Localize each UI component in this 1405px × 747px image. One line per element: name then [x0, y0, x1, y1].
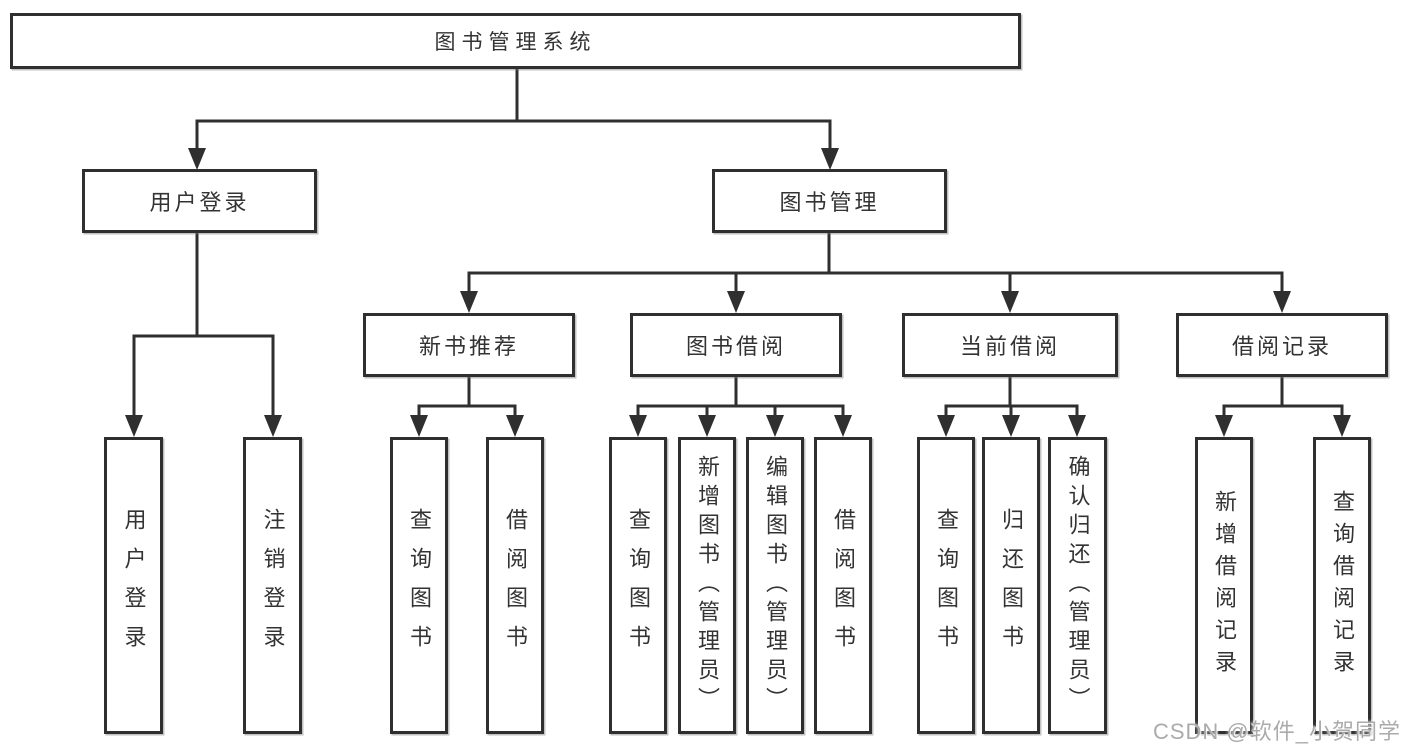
leaf-label: 归还图书 [999, 507, 1024, 664]
leaf-query-borrow-record: 查询借阅记录 [1313, 437, 1371, 734]
leaf-label: 注销登录 [260, 507, 286, 664]
leaf-label: 借阅图书 [503, 507, 528, 664]
node-label: 新书推荐 [418, 334, 519, 359]
node-book-management: 图书管理 [712, 169, 947, 233]
leaf-add-borrow-record: 新增借阅记录 [1195, 437, 1253, 734]
node-library-management-system: 图书管理系统 [10, 13, 1021, 69]
leaf-label: 查询图书 [934, 507, 959, 664]
node-label: 借阅记录 [1231, 334, 1332, 359]
node-label: 图书借阅 [685, 334, 786, 359]
node-borrowing-records: 借阅记录 [1176, 313, 1388, 377]
csdn-watermark: CSDN @软件_小贺同学 [1152, 719, 1401, 744]
node-label: 当前借阅 [959, 334, 1060, 359]
leaf-label: 查询图书 [626, 507, 651, 664]
leaf-user-login: 用户登录 [104, 437, 163, 734]
leaf-return-book: 归还图书 [982, 437, 1040, 734]
node-new-book-recommend: 新书推荐 [363, 313, 575, 377]
arrowheads [125, 148, 1351, 437]
leaf-add-book-admin: 新增图书（管理员） [678, 437, 736, 734]
leaf-label: 编辑图书（管理员） [763, 455, 788, 716]
leaf-label: 用户登录 [121, 507, 147, 664]
leaf-label: 查询图书 [407, 507, 432, 664]
leaf-query-book-current: 查询图书 [917, 437, 975, 734]
tree-edges [132, 67, 1344, 420]
leaf-label: 确认归还（管理员） [1065, 455, 1091, 716]
node-user-login: 用户登录 [82, 169, 317, 233]
leaf-label: 新增图书（管理员） [695, 455, 720, 716]
leaf-query-book-recommend: 查询图书 [390, 437, 448, 734]
leaf-label: 借阅图书 [831, 507, 856, 664]
node-label: 用户登录 [149, 190, 250, 215]
node-label: 图书管理 [779, 190, 880, 215]
leaf-label: 查询借阅记录 [1330, 489, 1355, 682]
leaf-logout: 注销登录 [243, 437, 302, 734]
leaf-query-book-borrowing: 查询图书 [609, 437, 667, 734]
node-label: 图书管理系统 [434, 31, 597, 54]
leaf-confirm-return-admin: 确认归还（管理员） [1048, 437, 1107, 734]
leaf-label: 新增借阅记录 [1212, 489, 1237, 682]
node-current-borrowing: 当前借阅 [902, 313, 1118, 377]
leaf-borrow-book-recommend: 借阅图书 [486, 437, 544, 734]
leaf-edit-book-admin: 编辑图书（管理员） [746, 437, 804, 734]
leaf-borrow-book: 借阅图书 [814, 437, 872, 734]
node-book-borrowing: 图书借阅 [630, 313, 842, 377]
